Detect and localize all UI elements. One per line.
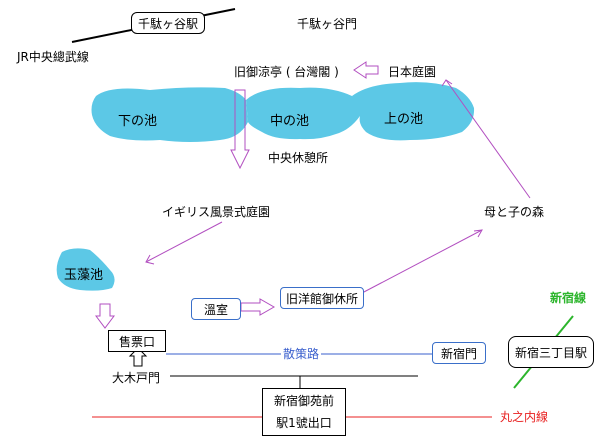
old-western-rest-label: 旧洋館御休所 [285, 291, 358, 306]
shinjuku-3chome-box[interactable]: 新宿三丁目駅 [508, 336, 594, 368]
arrow-western-to-forest-head [473, 229, 483, 238]
ticket-office-box[interactable]: 售票口 [108, 330, 166, 352]
old-western-rest-box[interactable]: 旧洋館御休所 [280, 287, 364, 309]
arrow-garden-to-kyugoryotei [353, 61, 379, 79]
arrow-okido-to-ticket [128, 347, 148, 367]
japanese-garden-label[interactable]: 日本庭園 [388, 65, 437, 79]
shinjuku-gate-box[interactable]: 新宿門 [432, 342, 486, 364]
sendagaya-station-box[interactable]: 千駄ヶ谷駅 [131, 12, 205, 34]
shinjuku-gyoenmae-box[interactable]: 新宿御苑前 駅1號出口 [262, 388, 346, 436]
jr-line-label: JR中央總武線 [17, 50, 89, 64]
pond-gyokuso-label: 玉藻池 [64, 268, 104, 283]
pond-upper-label: 上の池 [384, 112, 424, 127]
shinjuku-3chome-label: 新宿三丁目駅 [514, 345, 587, 360]
central-rest-label[interactable]: 中央休憩所 [268, 151, 329, 165]
arrow-western-to-forest-line [361, 229, 483, 294]
promenade-label: 散策路 [281, 347, 322, 361]
shinjuku-gate-label: 新宿門 [440, 346, 477, 361]
arrow-gyokuso-to-ticket [95, 303, 115, 329]
english-garden-label[interactable]: イギリス風景式庭園 [162, 205, 271, 219]
pond-middle-label: 中の池 [270, 114, 310, 129]
arrow-english-to-gyokuso-head [145, 254, 155, 265]
mother-child-forest-label[interactable]: 母と子の森 [484, 205, 545, 219]
ticket-office-label: 售票口 [118, 334, 155, 349]
okido-gate-label[interactable]: 大木戸門 [112, 371, 161, 385]
pond-lower-label: 下の池 [118, 114, 158, 129]
shinjuku-gyoenmae-line1: 新宿御苑前 [273, 394, 334, 408]
greenhouse-box[interactable]: 溫室 [191, 298, 241, 320]
pond-middle-shape [246, 87, 361, 140]
pond-lower-shape [91, 87, 248, 142]
shinjuku-gyoenmae-line2: 駅1號出口 [276, 416, 332, 430]
sendagaya-station-label: 千駄ヶ谷駅 [137, 16, 198, 31]
sendagaya-gate-label: 千駄ヶ谷門 [296, 16, 357, 31]
kyugoryotei-label[interactable]: 旧御涼亭 ( 台灣閣 ) [234, 65, 339, 79]
pond-gyokuso-shape [56, 248, 115, 291]
sendagaya-gate-box[interactable]: 千駄ヶ谷門 [290, 12, 364, 34]
arrow-english-to-gyokuso-line [145, 221, 223, 263]
greenhouse-label: 溫室 [203, 302, 228, 317]
arrow-greenhouse-to-western [240, 298, 276, 316]
shinjuku-line-label: 新宿線 [550, 291, 587, 305]
arrow-forest-to-garden-line [445, 79, 531, 199]
arrow-forest-to-garden-head [441, 79, 453, 87]
arrow-ponds-to-central [230, 89, 250, 170]
marunouchi-line-label: 丸之内線 [500, 410, 549, 424]
pond-upper-shape [352, 82, 475, 141]
